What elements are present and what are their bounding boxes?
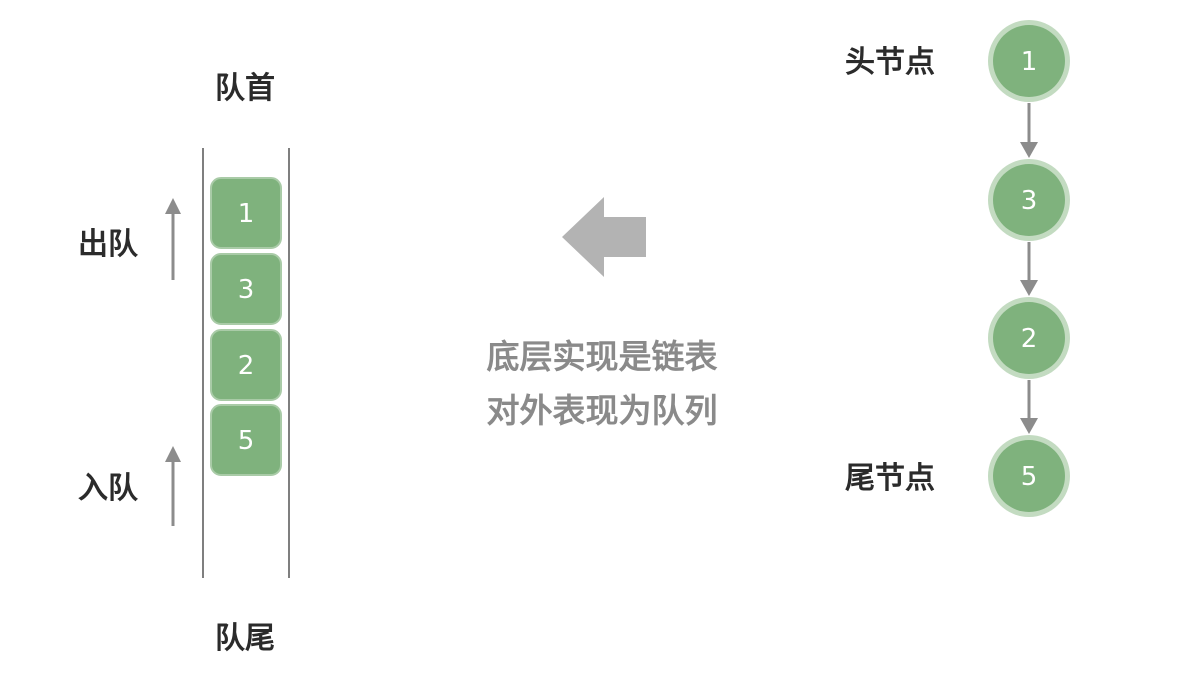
caption-line-2: 对外表现为队列 [487,391,718,430]
list-head-label: 头节点 [845,45,935,80]
queue-item: 1 [210,177,282,249]
queue-head-label: 队首 [215,71,275,106]
queue-tail-label: 队尾 [215,621,275,656]
enqueue-arrow-icon [165,446,181,526]
enqueue-label: 入队 [78,471,139,506]
link-arrow-icon [1020,242,1038,296]
list-node-value: 3 [1021,186,1038,216]
queue-item-value: 1 [238,199,255,229]
list-node: 5 [988,435,1070,517]
dequeue-label: 出队 [78,227,139,262]
list-node-value: 1 [1021,47,1038,77]
link-arrow-icon [1020,380,1038,434]
queue-item-value: 5 [238,426,255,456]
dequeue-arrow-icon [165,198,181,280]
list-node-value: 5 [1021,462,1038,492]
queue-item-value: 2 [238,351,255,381]
queue-item: 5 [210,404,282,476]
list-node: 1 [988,20,1070,102]
caption-line-1: 底层实现是链表 [487,337,718,376]
list-node: 3 [988,159,1070,241]
queue-item: 2 [210,329,282,401]
list-tail-label: 尾节点 [845,461,935,496]
link-arrow-icon [1020,103,1038,158]
list-node: 2 [988,297,1070,379]
left-arrow-icon [562,197,646,277]
queue-item-value: 3 [238,275,255,305]
list-node-value: 2 [1021,324,1038,354]
queue-item: 3 [210,253,282,325]
